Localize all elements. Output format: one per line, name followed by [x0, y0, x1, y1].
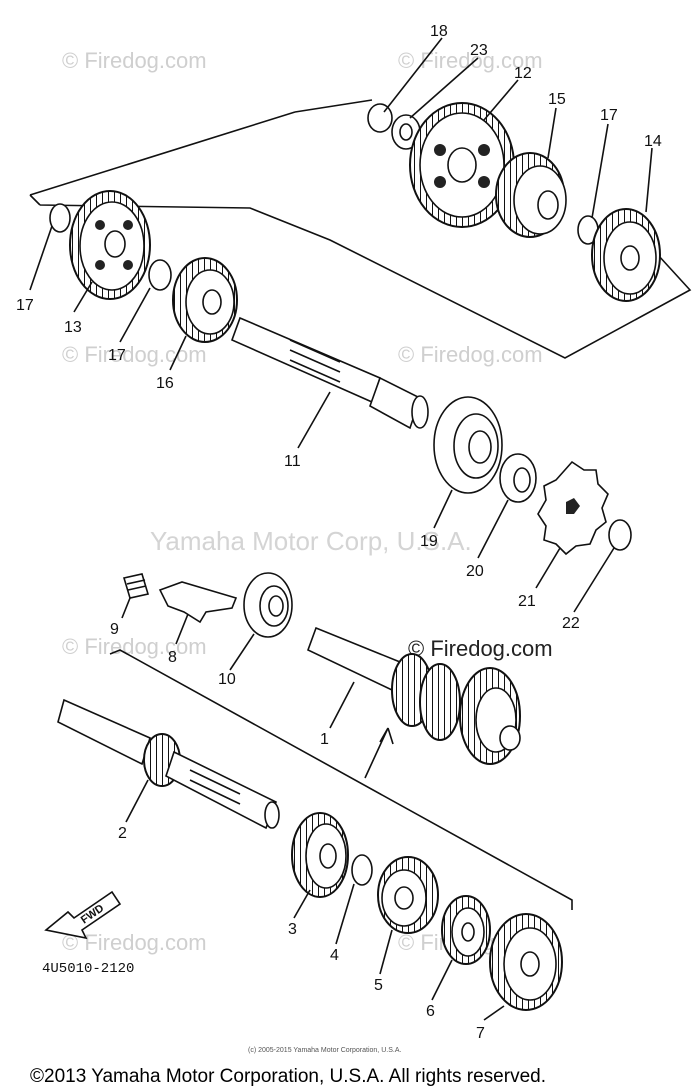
callout-labels: 18 23 12 15 17 14 17 13 17 16 11 19 20 2… [16, 23, 662, 1042]
callout-3: 3 [288, 921, 297, 938]
part-7-gear [489, 913, 563, 1011]
callout-1: 1 [320, 731, 329, 748]
watermark-top-left: © Firedog.com [62, 48, 207, 73]
part-23-washer-hole [399, 123, 413, 141]
upper-assembly-outline [29, 99, 692, 359]
callout-17-right: 17 [600, 107, 618, 124]
callout-2: 2 [118, 825, 127, 842]
callout-21: 21 [518, 593, 536, 610]
part-16-gear [172, 257, 238, 343]
direction-arrow [364, 727, 394, 779]
watermark-lower-left: © Firedog.com [62, 634, 207, 659]
callout-23: 23 [470, 42, 488, 59]
part-9-bolt [122, 573, 150, 599]
part-12-gear [409, 102, 515, 228]
part-21-sprocket [537, 460, 609, 556]
part-10-bearing [243, 572, 293, 638]
callout-13: 13 [64, 319, 82, 336]
part-6-gear [441, 895, 491, 965]
callout-14: 14 [644, 133, 662, 150]
part-13-gear [69, 190, 151, 300]
callout-9: 9 [110, 621, 119, 638]
part-20-oil-seal [499, 453, 537, 503]
callout-12: 12 [514, 65, 532, 82]
part-5-gear [377, 856, 439, 934]
callout-18: 18 [430, 23, 448, 40]
part-15-gear [495, 152, 567, 238]
part-18-circlip [367, 103, 393, 133]
callout-6: 6 [426, 1003, 435, 1020]
watermark-bottom-left: © Firedog.com [62, 930, 207, 955]
callout-15: 15 [548, 91, 566, 108]
callout-17-mid: 17 [108, 347, 126, 364]
footer-copyright: ©2013 Yamaha Motor Corporation, U.S.A. A… [30, 1066, 546, 1087]
callout-11: 11 [284, 453, 301, 470]
part-8-plate [158, 581, 238, 624]
part-11-shaft [230, 316, 429, 430]
part-19-bearing [433, 396, 503, 494]
part-22-circlip [608, 519, 632, 551]
leader-lines [29, 37, 653, 1021]
watermark-center: Yamaha Motor Corp, U.S.A. [150, 526, 472, 556]
callout-17-left: 17 [16, 297, 34, 314]
diagram-code: 4U5010-2120 [42, 961, 134, 977]
part-4-circlip [351, 854, 373, 886]
callout-19: 19 [420, 533, 438, 550]
callout-4: 4 [330, 947, 339, 964]
callout-7: 7 [476, 1025, 485, 1042]
part-2-drive-axle [57, 698, 280, 830]
assembly-guide-line [109, 649, 573, 910]
watermark-top-right: © Firedog.com [398, 48, 543, 73]
part-17-circlip-mid [148, 259, 172, 291]
callout-22: 22 [562, 615, 580, 632]
callout-10: 10 [218, 671, 236, 688]
part-17-circlip-left [49, 203, 71, 233]
watermark-mid-left: © Firedog.com [62, 342, 207, 367]
part-3-gear [291, 812, 349, 898]
callout-16: 16 [156, 375, 174, 392]
callout-8: 8 [168, 649, 177, 666]
watermark-dark: © Firedog.com [408, 636, 553, 661]
part-1-main-axle [306, 626, 521, 765]
callout-5: 5 [374, 977, 383, 994]
part-14-gear [591, 208, 661, 302]
watermark-mid-right: © Firedog.com [398, 342, 543, 367]
small-copyright-notice: (c) 2005-2015 Yamaha Motor Corporation, … [248, 1047, 401, 1054]
callout-20: 20 [466, 563, 484, 580]
